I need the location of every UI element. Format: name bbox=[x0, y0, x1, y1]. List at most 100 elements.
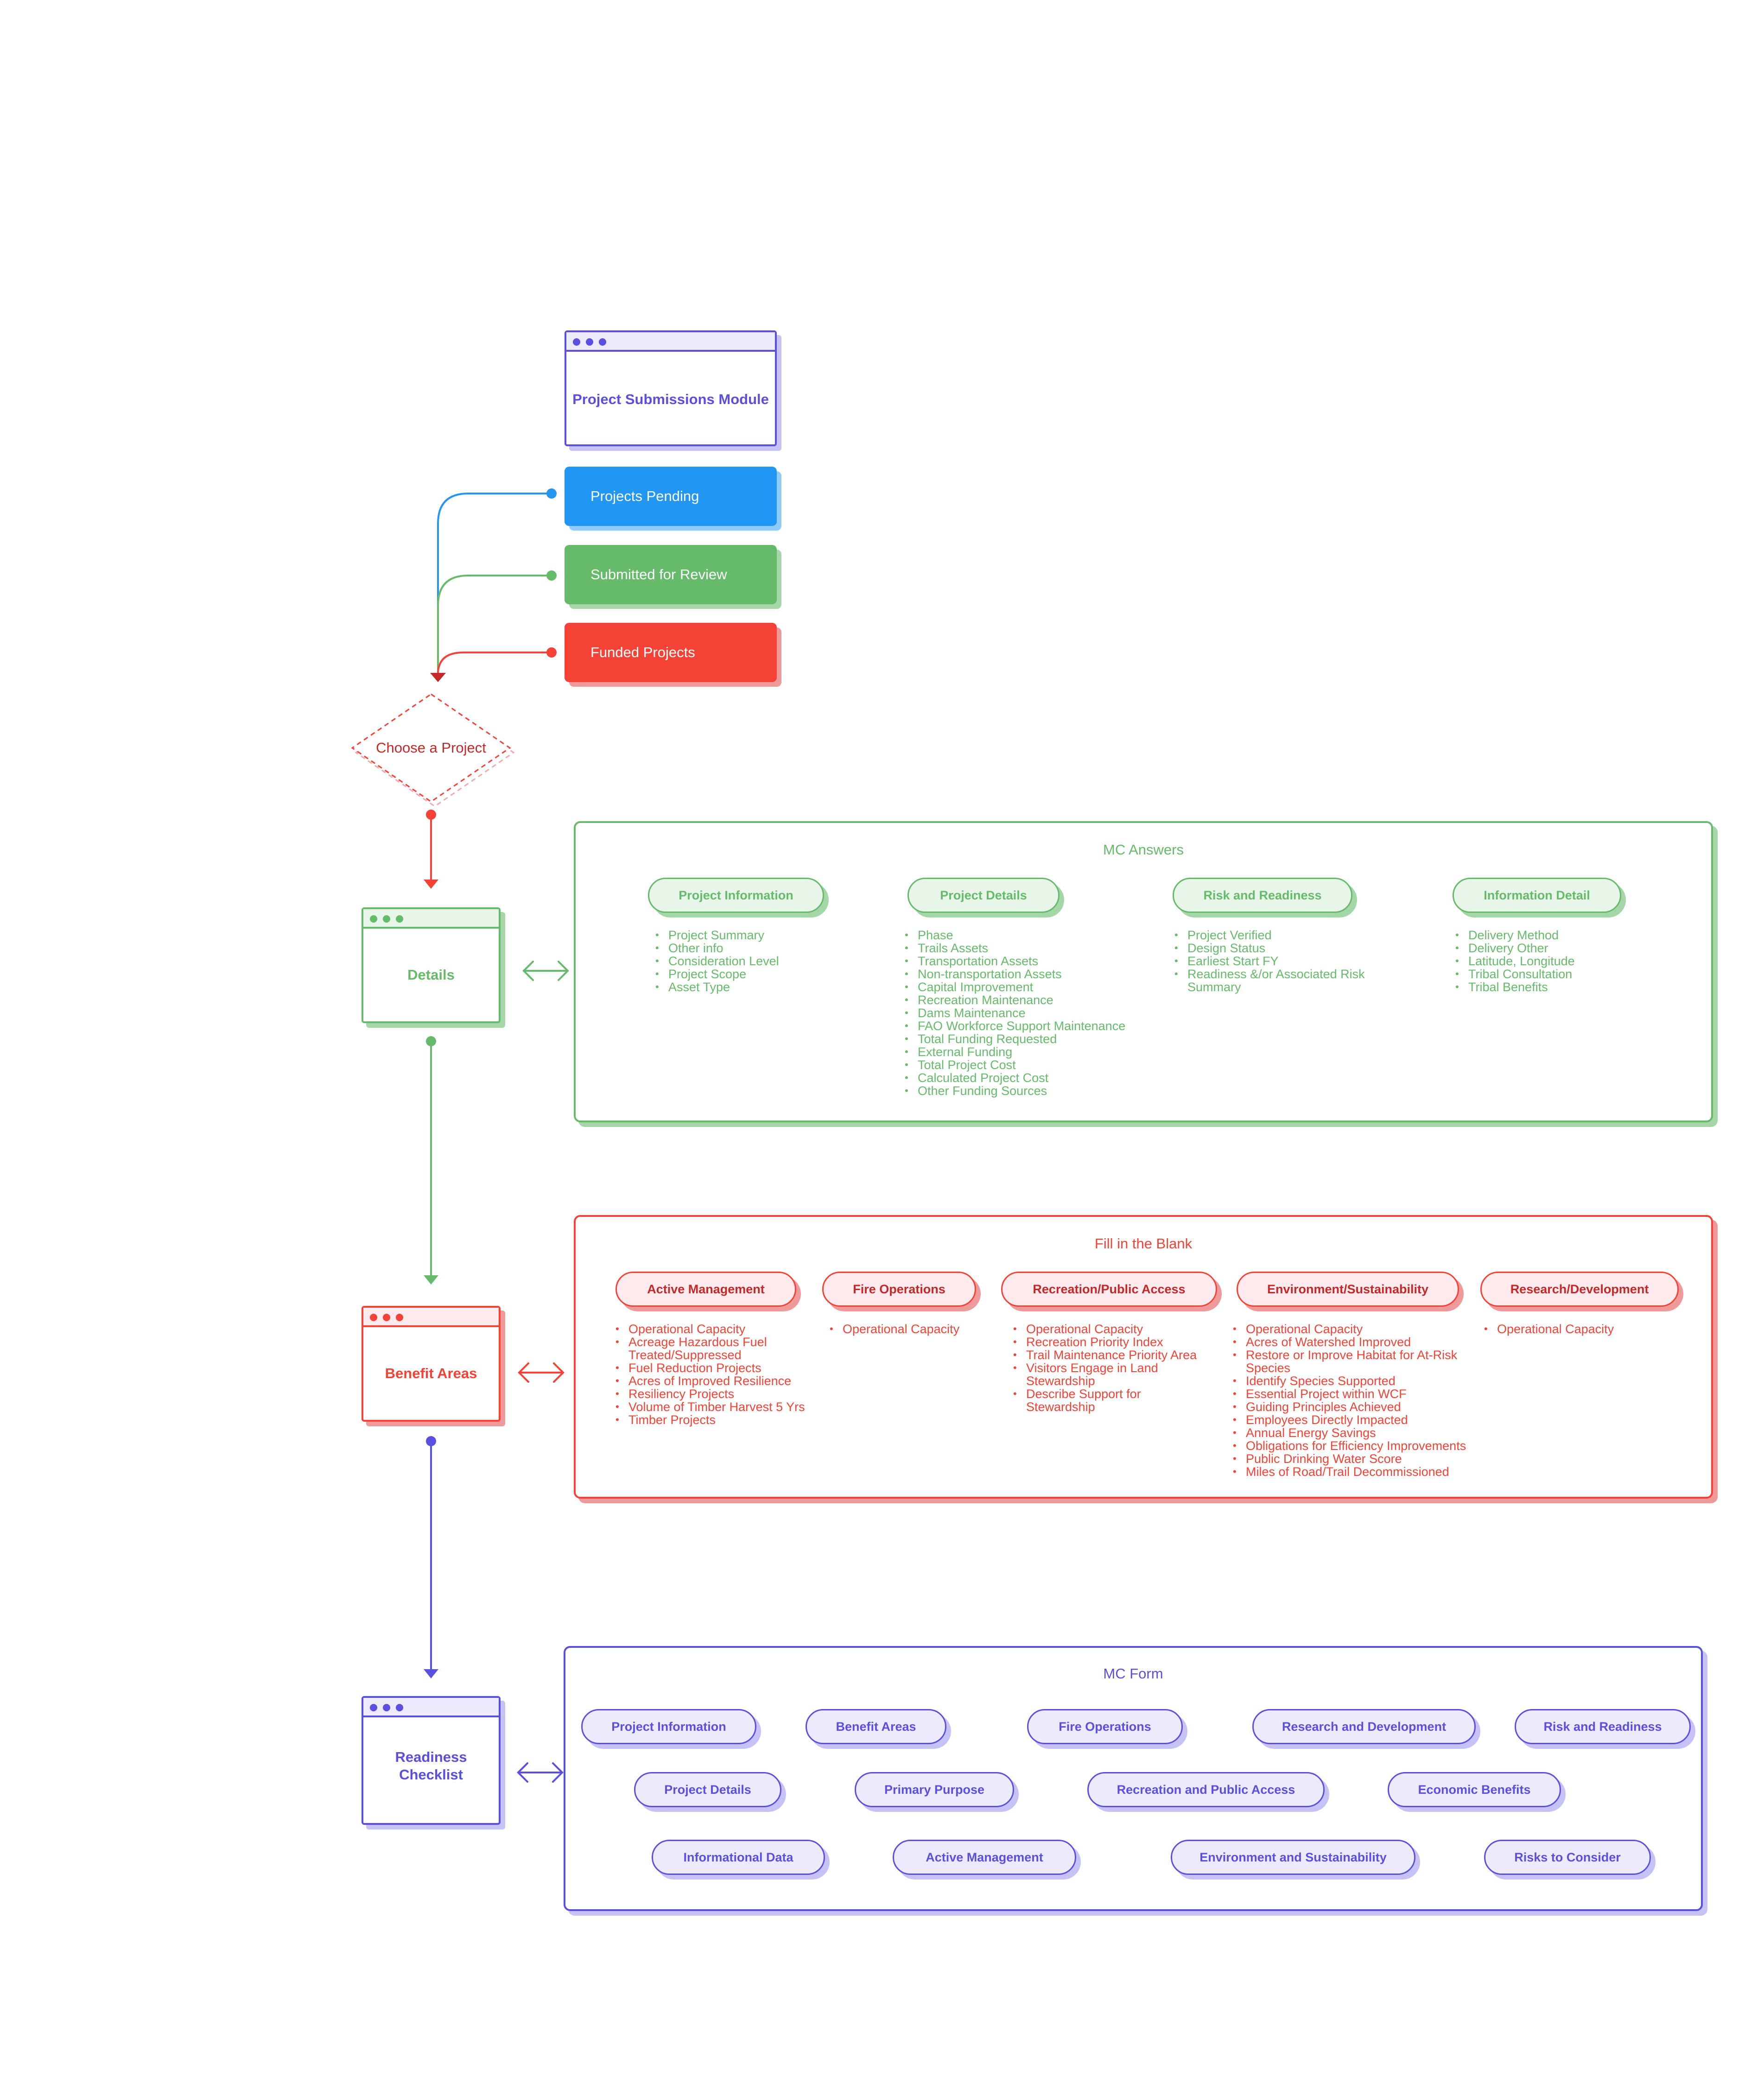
mc-form-item[interactable]: Research and Development bbox=[1252, 1709, 1476, 1744]
list-item: Asset Type bbox=[655, 981, 850, 994]
list-item: Trails Assets bbox=[905, 942, 1146, 955]
fill-blank-list: Operational Capacity Acreage Hazardous F… bbox=[615, 1323, 819, 1426]
list-item: Delivery Other bbox=[1455, 942, 1650, 955]
window-dot-icon bbox=[370, 915, 377, 923]
mc-form-item[interactable]: Environment and Sustainability bbox=[1171, 1840, 1415, 1875]
list-item: Other Funding Sources bbox=[905, 1084, 1146, 1097]
list-item: Tribal Consultation bbox=[1455, 968, 1650, 981]
mc-form-item[interactable]: Fire Operations bbox=[1027, 1709, 1183, 1744]
list-item: Trail Maintenance Priority Area bbox=[1013, 1348, 1208, 1361]
module-title: Project Submissions Module bbox=[572, 391, 769, 407]
status-funded-projects[interactable]: Funded Projects bbox=[565, 623, 777, 682]
list-item: Public Drinking Water Score bbox=[1233, 1452, 1474, 1465]
list-item: Non-transportation Assets bbox=[905, 968, 1146, 981]
readiness-arrowhead bbox=[424, 1669, 438, 1678]
list-item: Annual Energy Savings bbox=[1233, 1426, 1474, 1439]
pending-connector bbox=[437, 493, 552, 667]
module-window: Project Submissions Module bbox=[565, 330, 777, 446]
fill-blank-list: Operational Capacity Acres of Watershed … bbox=[1233, 1323, 1474, 1478]
mc-form-item[interactable]: Informational Data bbox=[652, 1840, 825, 1875]
list-item: Miles of Road/Trail Decommissioned bbox=[1233, 1465, 1474, 1478]
list-item: Tribal Benefits bbox=[1455, 981, 1650, 994]
mc-answers-group-title[interactable]: Project Information bbox=[648, 878, 824, 913]
window-dot-icon bbox=[383, 915, 390, 923]
mc-form-item[interactable]: Recreation and Public Access bbox=[1087, 1772, 1325, 1807]
list-item: Acreage Hazardous Fuel Treated/Suppresse… bbox=[615, 1336, 819, 1361]
list-item: Project Summary bbox=[655, 929, 850, 942]
readiness-checklist-window[interactable]: Readiness Checklist bbox=[362, 1696, 501, 1825]
fill-blank-list: Operational Capacity bbox=[1484, 1323, 1642, 1336]
list-item: Recreation Maintenance bbox=[905, 994, 1146, 1007]
mc-answers-list: Phase Trails Assets Transportation Asset… bbox=[905, 929, 1146, 1097]
list-item: Other info bbox=[655, 942, 850, 955]
list-item: Recreation Priority Index bbox=[1013, 1336, 1208, 1348]
list-item: External Funding bbox=[905, 1045, 1146, 1058]
window-dot-icon bbox=[383, 1314, 390, 1321]
list-item: Earliest Start FY bbox=[1174, 955, 1369, 968]
mc-form-item[interactable]: Risk and Readiness bbox=[1515, 1709, 1691, 1744]
list-item: Timber Projects bbox=[615, 1413, 819, 1426]
funded-connector-dot bbox=[546, 647, 557, 658]
fill-blank-group-title[interactable]: Recreation/Public Access bbox=[1001, 1272, 1217, 1307]
list-item: Phase bbox=[905, 929, 1146, 942]
window-dot-icon bbox=[586, 338, 593, 346]
list-item: Acres of Watershed Improved bbox=[1233, 1336, 1474, 1348]
details-arrowhead bbox=[424, 880, 438, 889]
list-item: Identify Species Supported bbox=[1233, 1374, 1474, 1387]
list-item: Dams Maintenance bbox=[905, 1007, 1146, 1019]
list-item: Resiliency Projects bbox=[615, 1387, 819, 1400]
list-item: Operational Capacity bbox=[615, 1323, 819, 1336]
fill-blank-group-title[interactable]: Fire Operations bbox=[822, 1272, 976, 1307]
list-item: Total Project Cost bbox=[905, 1058, 1146, 1071]
fill-blank-group-title[interactable]: Active Management bbox=[615, 1272, 796, 1307]
mc-form-item[interactable]: Active Management bbox=[893, 1840, 1076, 1875]
list-item: Transportation Assets bbox=[905, 955, 1146, 968]
readiness-label-line1: Readiness bbox=[395, 1749, 467, 1765]
benefit-window-label: Benefit Areas bbox=[385, 1365, 477, 1381]
window-title-bar bbox=[363, 909, 499, 929]
list-item: Project Scope bbox=[655, 968, 850, 981]
mc-answers-list: Delivery Method Delivery Other Latitude,… bbox=[1455, 929, 1650, 994]
mc-answers-panel: MC Answers Project Information Project S… bbox=[574, 821, 1713, 1122]
status-submitted-for-review[interactable]: Submitted for Review bbox=[565, 545, 777, 604]
list-item: Delivery Method bbox=[1455, 929, 1650, 942]
pending-connector-dot bbox=[546, 488, 557, 499]
mc-form-item[interactable]: Project Details bbox=[634, 1772, 781, 1807]
window-dot-icon bbox=[396, 1314, 403, 1321]
window-dot-icon bbox=[599, 338, 606, 346]
window-dot-icon bbox=[370, 1704, 377, 1711]
mc-form-item[interactable]: Benefit Areas bbox=[806, 1709, 946, 1744]
benefit-arrowhead bbox=[424, 1275, 438, 1285]
list-item: Operational Capacity bbox=[1013, 1323, 1208, 1336]
list-item: Latitude, Longitude bbox=[1455, 955, 1650, 968]
window-dot-icon bbox=[573, 338, 580, 346]
list-item: Readiness &/or Associated Risk Summary bbox=[1174, 968, 1369, 994]
mc-form-item[interactable]: Primary Purpose bbox=[855, 1772, 1014, 1807]
mc-form-item[interactable]: Economic Benefits bbox=[1388, 1772, 1561, 1807]
decision-arrowhead bbox=[430, 673, 446, 682]
status-projects-pending[interactable]: Projects Pending bbox=[565, 467, 777, 526]
mc-form-title: MC Form bbox=[1103, 1665, 1163, 1682]
status-label: Projects Pending bbox=[590, 488, 699, 504]
list-item: Operational Capacity bbox=[1233, 1323, 1474, 1336]
benefit-areas-window[interactable]: Benefit Areas bbox=[362, 1306, 501, 1422]
mc-form-item[interactable]: Project Information bbox=[581, 1709, 756, 1744]
mc-form-item[interactable]: Risks to Consider bbox=[1484, 1840, 1651, 1875]
mc-answers-group-title[interactable]: Information Detail bbox=[1453, 878, 1621, 913]
status-label: Submitted for Review bbox=[590, 566, 727, 582]
list-item: Operational Capacity bbox=[830, 1323, 987, 1336]
fill-blank-list: Operational Capacity Recreation Priority… bbox=[1013, 1323, 1208, 1413]
fill-blank-group-title[interactable]: Research/Development bbox=[1480, 1272, 1679, 1307]
status-label: Funded Projects bbox=[590, 644, 695, 660]
mc-answers-group-title[interactable]: Project Details bbox=[907, 878, 1060, 913]
details-window[interactable]: Details bbox=[362, 907, 501, 1023]
fill-blank-group-title[interactable]: Environment/Sustainability bbox=[1237, 1272, 1459, 1307]
mc-answers-list: Project Summary Other info Consideration… bbox=[655, 929, 850, 994]
details-window-label: Details bbox=[407, 967, 455, 983]
review-connector-dot bbox=[546, 570, 557, 581]
window-title-bar bbox=[566, 332, 775, 352]
list-item: Guiding Principles Achieved bbox=[1233, 1400, 1474, 1413]
window-title-bar bbox=[363, 1698, 499, 1717]
mc-answers-group-title[interactable]: Risk and Readiness bbox=[1173, 878, 1352, 913]
